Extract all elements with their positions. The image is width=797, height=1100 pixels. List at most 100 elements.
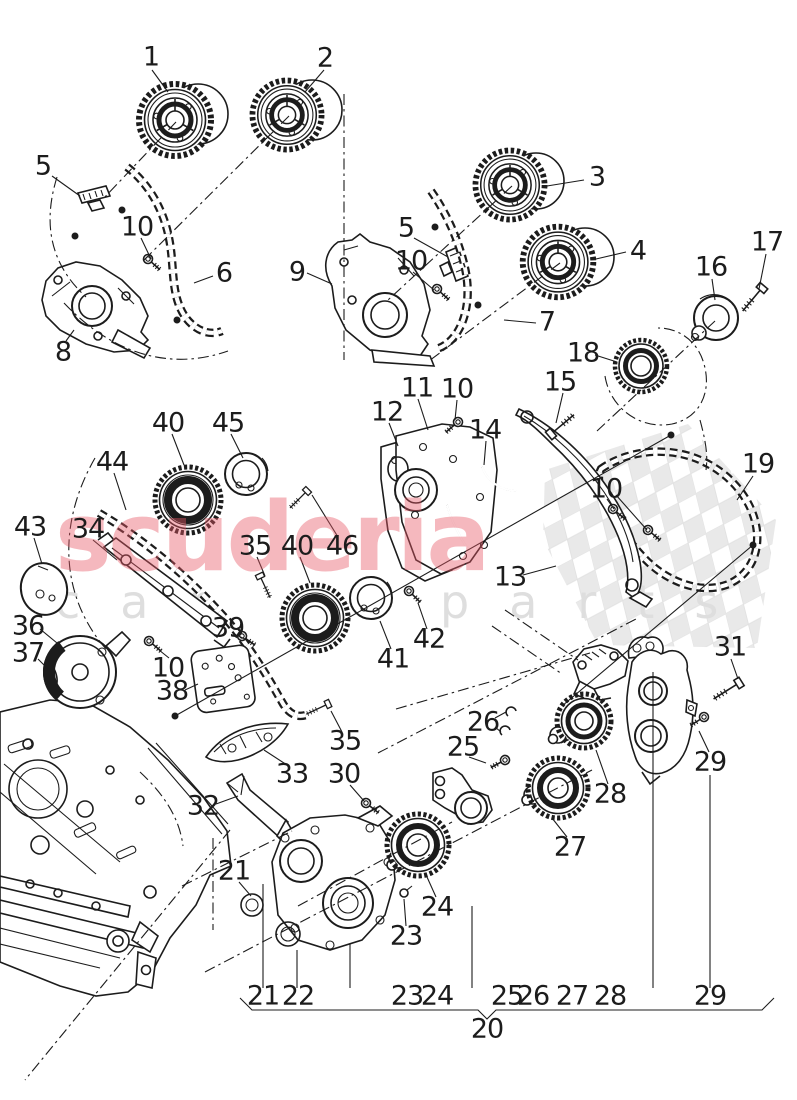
bolt-17 [738, 281, 769, 315]
camshaft-adjuster-2 [252, 80, 343, 150]
callout-30: 30 [327, 758, 361, 790]
leader-lines [33, 69, 767, 927]
callout-43: 43 [13, 511, 47, 543]
callout-29b: 29 [693, 980, 727, 1012]
adjuster-piston-45 [224, 452, 269, 496]
camshaft-adjuster-4 [523, 227, 615, 298]
callout-19: 19 [741, 448, 775, 480]
guide-piece-5b [438, 245, 470, 283]
shaft-seal-21 [240, 893, 264, 917]
bolt-10b [429, 281, 453, 304]
callout-20: 20 [470, 1013, 504, 1045]
callout-27a: 27 [553, 831, 587, 863]
engine-block [0, 699, 232, 997]
balance-gear-24 [384, 811, 452, 879]
bolt-10a [140, 251, 164, 274]
timing-chain-19 [594, 447, 762, 593]
adjuster-piston-41 [349, 576, 393, 620]
callout-36: 36 [11, 610, 45, 642]
callout-13: 13 [493, 561, 527, 593]
cover-plate-38 [190, 644, 256, 714]
callout-29a: 29 [693, 746, 727, 778]
callout-26b: 26 [516, 980, 550, 1012]
callout-40b: 40 [280, 530, 314, 562]
mounting-bracket-top [572, 644, 629, 701]
bearing-bracket-9 [325, 232, 436, 367]
o-ring-37 [46, 664, 58, 688]
callout-17: 17 [750, 226, 784, 258]
callout-34: 34 [71, 513, 105, 545]
chain-44 [96, 509, 308, 721]
watermark-sub-parts: parts [440, 575, 758, 629]
callout-8: 8 [54, 336, 72, 368]
callout-9: 9 [288, 256, 306, 288]
camshaft-adjuster-1 [139, 84, 229, 156]
balance-gear-27 [521, 755, 591, 821]
guide-rail-14 [481, 466, 517, 492]
callout-10a: 10 [120, 211, 154, 243]
callout-32: 32 [186, 790, 220, 822]
callout-24a: 24 [420, 891, 454, 923]
callout-28b: 28 [593, 980, 627, 1012]
reference-lines [71, 206, 757, 720]
callout-4: 4 [629, 235, 647, 267]
callout-6: 6 [215, 257, 233, 289]
chain-tensioner-36 [42, 630, 132, 709]
bottom-bracket [239, 672, 775, 1020]
callout-21b: 21 [246, 980, 280, 1012]
callout-11: 11 [400, 372, 434, 404]
callout-3: 3 [588, 161, 606, 193]
watermark-brand: scuderia [55, 483, 487, 593]
callout-46: 46 [325, 530, 359, 562]
bearing-bracket-8 [41, 261, 152, 360]
chain-cover-plate-11 [387, 423, 498, 575]
callout-33: 33 [275, 758, 309, 790]
callout-16: 16 [694, 251, 728, 283]
callout-10e: 10 [589, 473, 623, 505]
callout-42: 42 [412, 623, 446, 655]
dowel-pin-23 [399, 885, 413, 898]
timing-chain-7 [427, 188, 472, 354]
end-cover-29 [625, 636, 698, 786]
callout-5a: 5 [34, 150, 52, 182]
pivot-bracket-25 [432, 767, 493, 825]
callout-35a: 35 [238, 530, 272, 562]
bolt-25 [487, 753, 512, 773]
callout-22: 22 [281, 980, 315, 1012]
callout-14: 14 [468, 414, 502, 446]
callout-41: 41 [376, 643, 410, 675]
callout-1: 1 [142, 41, 160, 73]
construction-lines [24, 94, 716, 1081]
callout-23b: 23 [390, 980, 424, 1012]
callout-39: 39 [211, 612, 245, 644]
bolt-31 [710, 676, 745, 704]
shaft-seal-22 [275, 921, 301, 947]
callout-27b: 27 [555, 980, 589, 1012]
callout-45: 45 [211, 407, 245, 439]
callout-2: 2 [316, 42, 334, 74]
callout-24b: 24 [420, 980, 454, 1012]
oil-pump-housing [271, 805, 396, 951]
callout-44: 44 [95, 446, 129, 478]
callout-15: 15 [543, 366, 577, 398]
callout-28a: 28 [593, 778, 627, 810]
callout-38: 38 [155, 675, 189, 707]
callout-12: 12 [370, 396, 404, 428]
callout-18: 18 [566, 337, 600, 369]
timing-chain-6 [124, 163, 224, 338]
bolt-15 [544, 410, 578, 441]
callout-37: 37 [11, 637, 45, 669]
callout-40a: 40 [151, 407, 185, 439]
guide-rail-33 [204, 722, 290, 763]
retaining-pins-26 [499, 706, 517, 736]
tensioner-rail-34 [97, 531, 231, 649]
callout-25b: 25 [490, 980, 524, 1012]
callout-26a: 26 [466, 706, 500, 738]
callout-5b: 5 [397, 212, 415, 244]
camshaft-adjuster-3 [475, 150, 565, 219]
guide-piece-5a [76, 185, 112, 212]
callout-23a: 23 [389, 920, 423, 952]
callout-7: 7 [538, 306, 556, 338]
callout-25a: 25 [446, 731, 480, 763]
